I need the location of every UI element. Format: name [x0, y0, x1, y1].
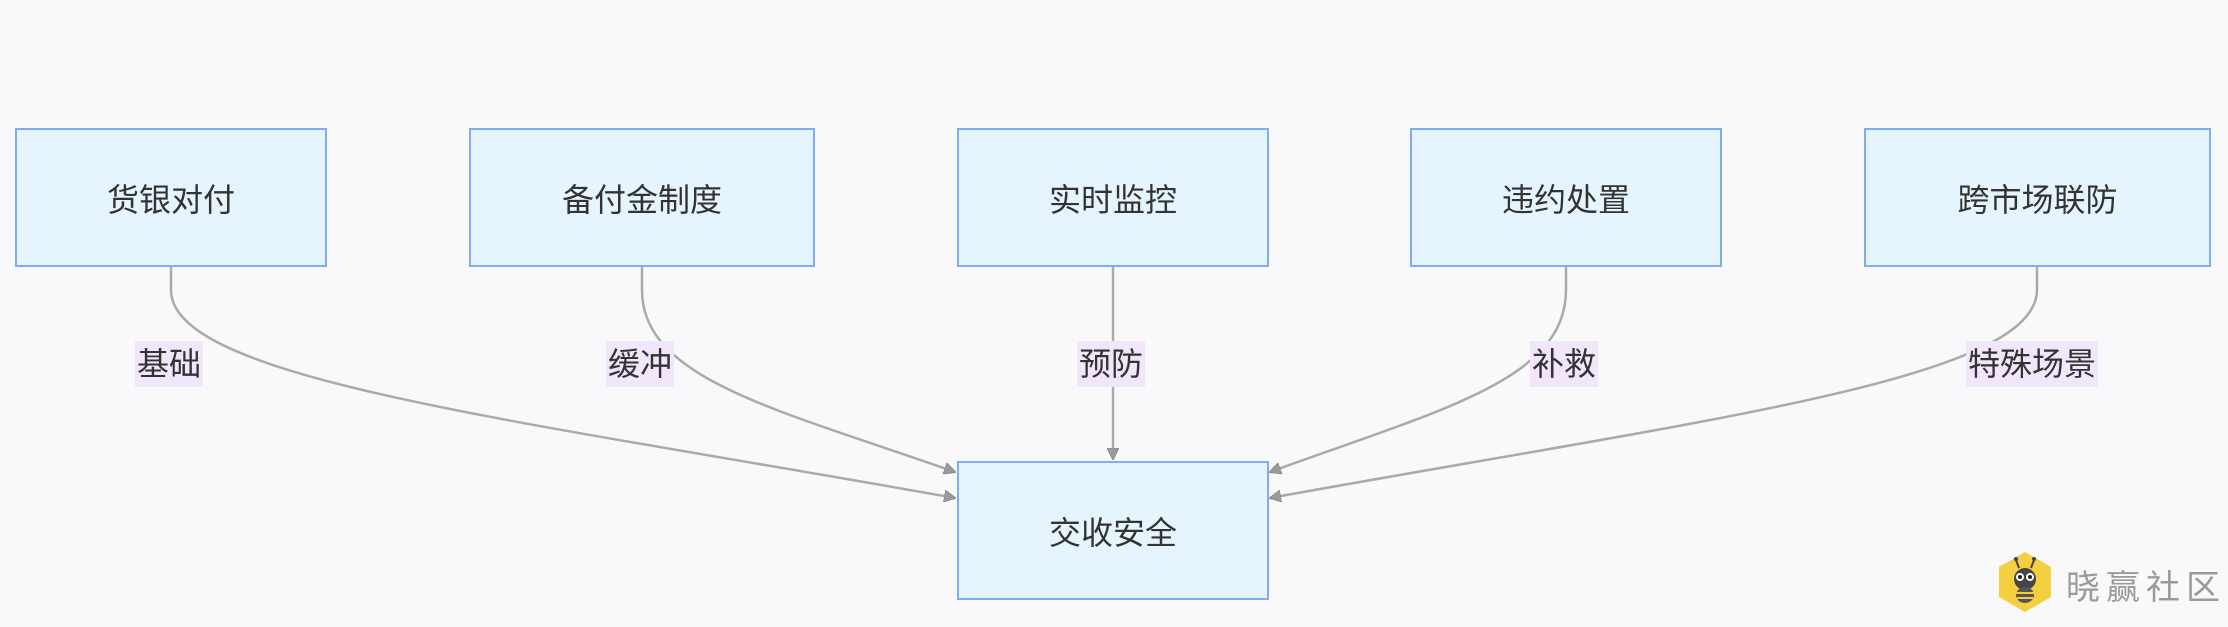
node-label: 跨市场联防	[1957, 180, 2118, 219]
node-label: 违约处置	[1501, 180, 1630, 219]
node-label: 备付金制度	[561, 180, 722, 219]
edge-label-special-scenario: 特殊场景	[1966, 341, 2099, 387]
node-default-handling: 违约处置	[1410, 128, 1722, 267]
node-label: 货银对付	[106, 180, 235, 219]
watermark: 晓赢社区	[1992, 548, 2222, 620]
watermark-text: 晓赢社区	[2066, 567, 2226, 608]
edge-n2-target	[640, 266, 955, 472]
bee-logo-icon	[1992, 549, 2058, 619]
node-cross-market-defense: 跨市场联防	[1864, 128, 2211, 267]
edge-label-buffer: 缓冲	[606, 341, 675, 387]
edge-label-remedy: 补救	[1530, 341, 1599, 387]
node-real-time-monitoring: 实时监控	[957, 128, 1269, 267]
node-reserve-fund-system: 备付金制度	[469, 128, 815, 267]
edge-n1-target	[169, 266, 955, 498]
node-label: 实时监控	[1048, 180, 1177, 219]
node-settlement-safety: 交收安全	[957, 461, 1269, 600]
edge-n4-target	[1270, 266, 1568, 472]
edge-label-basis: 基础	[135, 341, 204, 387]
node-label: 交收安全	[1048, 513, 1177, 552]
node-delivery-versus-payment: 货银对付	[15, 128, 327, 267]
edge-label-prevention: 预防	[1077, 341, 1146, 387]
edge-n5-target	[1270, 266, 2039, 498]
